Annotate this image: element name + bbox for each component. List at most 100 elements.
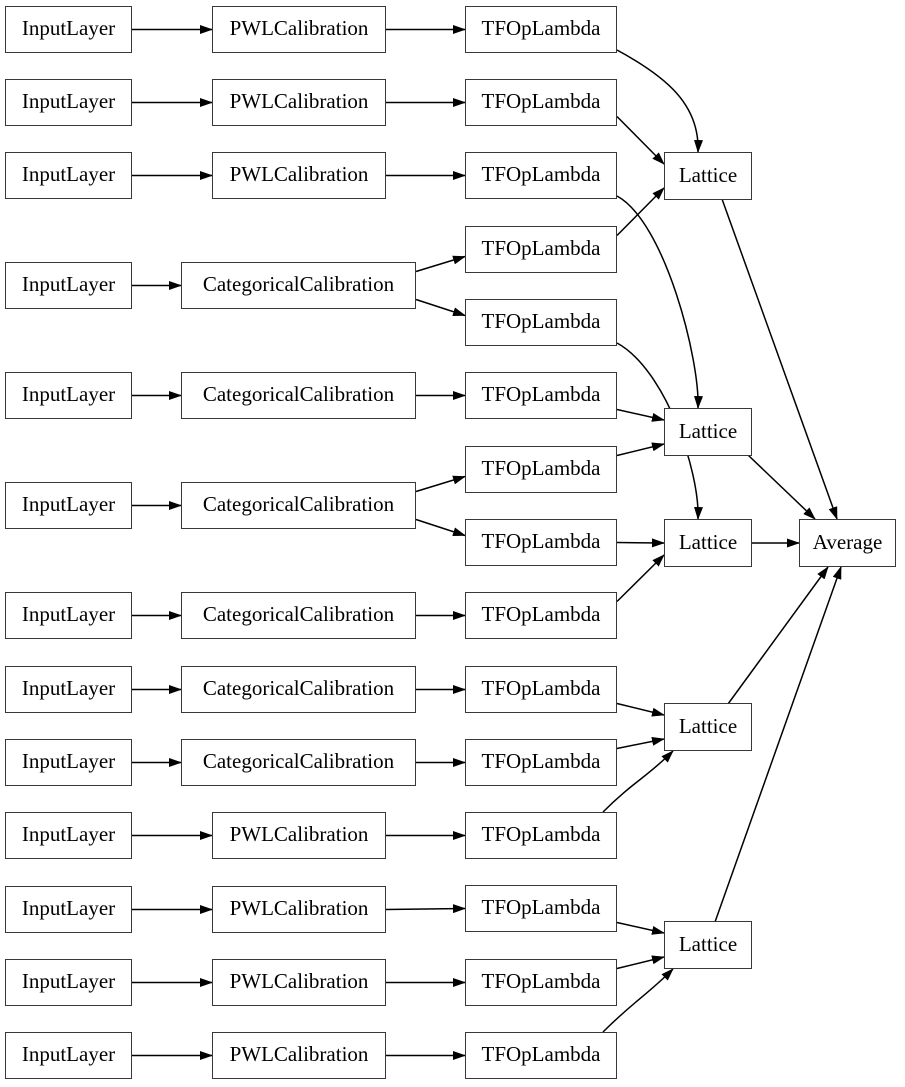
node-label: TFOpLambda: [481, 895, 601, 919]
node-label: CategoricalCalibration: [202, 602, 395, 626]
edge-t7-to-lat2: [616, 442, 665, 457]
edge-t1-to-lat1: [616, 49, 703, 153]
node-t3-tfoplambda: TFOpLambda: [465, 152, 617, 199]
edge-t15-to-lat5: [602, 968, 674, 1033]
edge-t8-to-lat3: [616, 538, 665, 548]
node-label: PWLCalibration: [229, 969, 369, 993]
node-label: TFOpLambda: [481, 602, 601, 626]
node-label: TFOpLambda: [481, 822, 601, 846]
node-cal9-categoricalcalibration: CategoricalCalibration: [181, 739, 416, 786]
node-t14-tfoplambda: TFOpLambda: [465, 959, 617, 1006]
node-label: Lattice: [678, 529, 738, 554]
edge-cal6-to-t8: [415, 518, 466, 537]
node-cal7-categoricalcalibration: CategoricalCalibration: [181, 592, 416, 639]
node-label: InputLayer: [21, 896, 116, 920]
node-label: InputLayer: [21, 382, 116, 406]
edge-cal4-to-t5: [415, 298, 466, 317]
node-cal10-pwlcalibration: PWLCalibration: [212, 812, 386, 859]
node-label: InputLayer: [21, 822, 116, 846]
node-t5-tfoplambda: TFOpLambda: [465, 299, 617, 346]
node-t8-tfoplambda: TFOpLambda: [465, 519, 617, 566]
node-t7-tfoplambda: TFOpLambda: [465, 446, 617, 493]
node-lat5-lattice: Lattice: [664, 921, 752, 969]
edge-cal11-to-t13: [385, 904, 466, 914]
edge-t3-to-lat2: [616, 195, 703, 409]
edge-t10-to-lat4: [616, 702, 665, 717]
node-label: TFOpLambda: [481, 969, 601, 993]
node-in1-inputlayer: InputLayer: [5, 6, 132, 53]
node-label: TFOpLambda: [481, 236, 601, 260]
node-in2-inputlayer: InputLayer: [5, 79, 132, 126]
edge-t4-to-lat1: [616, 187, 665, 237]
node-label: TFOpLambda: [481, 456, 601, 480]
node-label: InputLayer: [21, 492, 116, 516]
edge-lat4-to-avg: [727, 566, 829, 705]
edge-t9-to-lat3: [616, 554, 665, 603]
node-label: Average: [812, 529, 883, 554]
node-in8-inputlayer: InputLayer: [5, 666, 132, 713]
node-label: TFOpLambda: [481, 89, 601, 113]
node-label: TFOpLambda: [481, 676, 601, 700]
edge-t11-to-lat4: [616, 736, 665, 750]
edge-cal6-to-t7: [415, 475, 466, 493]
node-label: CategoricalCalibration: [202, 676, 395, 700]
node-label: TFOpLambda: [481, 382, 601, 406]
node-t15-tfoplambda: TFOpLambda: [465, 1032, 617, 1079]
node-label: PWLCalibration: [229, 16, 369, 40]
node-label: CategoricalCalibration: [202, 272, 395, 296]
node-cal1-pwlcalibration: PWLCalibration: [212, 6, 386, 53]
edge-t12-to-lat4: [602, 750, 674, 813]
node-in4-inputlayer: InputLayer: [5, 262, 132, 309]
node-label: TFOpLambda: [481, 16, 601, 40]
node-t12-tfoplambda: TFOpLambda: [465, 812, 617, 859]
node-in7-inputlayer: InputLayer: [5, 592, 132, 639]
node-t4-tfoplambda: TFOpLambda: [465, 226, 617, 273]
node-label: CategoricalCalibration: [202, 382, 395, 406]
node-label: Lattice: [678, 931, 738, 956]
node-label: InputLayer: [21, 602, 116, 626]
node-label: Lattice: [678, 418, 738, 443]
node-label: TFOpLambda: [481, 162, 601, 186]
node-in13-inputlayer: InputLayer: [5, 1032, 132, 1079]
node-label: InputLayer: [21, 16, 116, 40]
node-t2-tfoplambda: TFOpLambda: [465, 79, 617, 126]
node-in11-inputlayer: InputLayer: [5, 886, 132, 933]
node-cal5-categoricalcalibration: CategoricalCalibration: [181, 372, 416, 419]
node-label: Lattice: [678, 162, 738, 187]
node-lat4-lattice: Lattice: [664, 703, 752, 751]
node-label: InputLayer: [21, 969, 116, 993]
node-label: TFOpLambda: [481, 309, 601, 333]
node-in12-inputlayer: InputLayer: [5, 959, 132, 1006]
node-label: PWLCalibration: [229, 896, 369, 920]
node-label: CategoricalCalibration: [202, 492, 395, 516]
edge-lat2-to-avg: [747, 454, 816, 520]
node-in6-inputlayer: InputLayer: [5, 482, 132, 529]
node-cal2-pwlcalibration: PWLCalibration: [212, 79, 386, 126]
node-cal12-pwlcalibration: PWLCalibration: [212, 959, 386, 1006]
node-cal4-categoricalcalibration: CategoricalCalibration: [181, 262, 416, 309]
node-cal11-pwlcalibration: PWLCalibration: [212, 886, 386, 933]
node-lat2-lattice: Lattice: [664, 408, 752, 456]
node-t1-tfoplambda: TFOpLambda: [465, 6, 617, 53]
node-in9-inputlayer: InputLayer: [5, 739, 132, 786]
node-t11-tfoplambda: TFOpLambda: [465, 739, 617, 786]
node-label: TFOpLambda: [481, 1042, 601, 1066]
edge-lat1-to-avg: [721, 198, 838, 520]
node-label: Lattice: [678, 713, 738, 738]
node-t9-tfoplambda: TFOpLambda: [465, 592, 617, 639]
node-cal13-pwlcalibration: PWLCalibration: [212, 1032, 386, 1079]
node-t6-tfoplambda: TFOpLambda: [465, 372, 617, 419]
node-label: InputLayer: [21, 1042, 116, 1066]
node-in5-inputlayer: InputLayer: [5, 372, 132, 419]
node-label: InputLayer: [21, 89, 116, 113]
node-label: CategoricalCalibration: [202, 749, 395, 773]
edge-cal4-to-t4: [415, 255, 466, 273]
node-lat3-lattice: Lattice: [664, 519, 752, 567]
node-lat1-lattice: Lattice: [664, 152, 752, 200]
edge-lat5-to-avg: [714, 566, 842, 923]
node-label: PWLCalibration: [229, 1042, 369, 1066]
edge-t14-to-lat5: [616, 955, 665, 970]
